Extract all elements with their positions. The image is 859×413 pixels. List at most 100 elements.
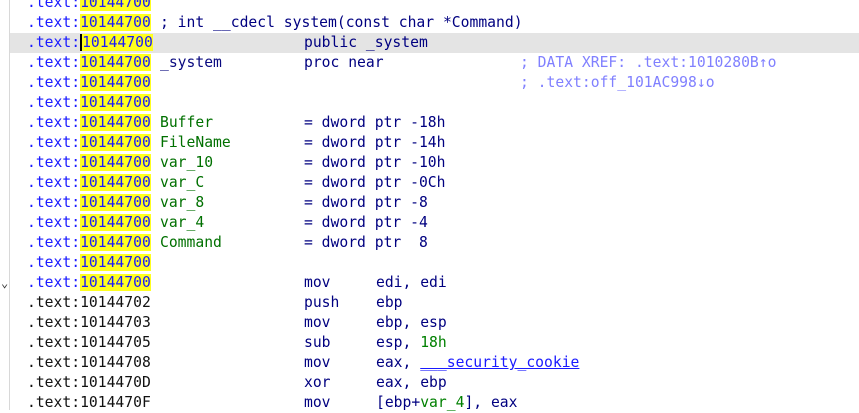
instruction-mnemonic: = dword ptr -14h (304, 134, 446, 151)
segment-prefix: .text: (27, 154, 81, 171)
line-address[interactable]: .text:10144700 (27, 93, 151, 113)
line-address[interactable]: .text:10144700 (27, 273, 151, 293)
segment-prefix: .text: (27, 274, 81, 291)
stack-variable-name[interactable]: FileName (160, 134, 231, 151)
segment-prefix: .text: (27, 374, 81, 391)
line-address[interactable]: .text:10144700 (27, 53, 151, 73)
address-value[interactable]: 1014470F (80, 394, 151, 411)
listing-line[interactable]: .text:10144700 var_10 = dword ptr -10h (10, 153, 859, 173)
instruction-mnemonic: = dword ptr -4 (304, 214, 428, 231)
instruction-operands: esp, 18h (376, 333, 447, 353)
stack-variable-name[interactable]: var_C (160, 174, 205, 191)
address-value[interactable]: 10144708 (80, 354, 151, 371)
segment-prefix: .text: (27, 134, 81, 151)
listing-line[interactable]: .text:10144700 (10, 93, 859, 113)
address-value[interactable]: 10144700 (80, 214, 151, 231)
segment-prefix: .text: (27, 174, 81, 191)
segment-prefix: .text: (27, 114, 81, 131)
instruction-mnemonic: mov (304, 314, 331, 331)
line-address[interactable]: .text:10144700 (27, 253, 151, 273)
line-address[interactable]: .text:10144700 (27, 33, 153, 53)
line-address[interactable]: .text:10144700 (27, 153, 151, 173)
line-address[interactable]: .text:10144700 (27, 73, 151, 93)
address-value[interactable]: 10144700 (80, 94, 151, 111)
address-value[interactable]: 10144703 (80, 314, 151, 331)
stack-variable-name[interactable]: var_8 (160, 194, 205, 211)
address-value[interactable]: 10144700 (80, 174, 151, 191)
instruction-mnemonic: mov (304, 274, 331, 291)
listing-line[interactable]: .text:10144700 ; .text:off_101AC998↓o (10, 73, 859, 93)
function-label[interactable]: _system (160, 54, 222, 71)
address-value[interactable]: 10144700 (80, 194, 151, 211)
line-address[interactable]: .text:10144700 (27, 233, 151, 253)
operand-part: ], eax (464, 394, 518, 411)
address-value[interactable]: 10144700 (80, 274, 151, 291)
address-value[interactable]: 10144700 (80, 0, 151, 11)
address-value[interactable]: 10144700 (80, 114, 151, 131)
function-prototype-comment: ; int __cdecl system(const char *Command… (160, 14, 523, 31)
line-address[interactable]: .text:10144702 (27, 293, 151, 313)
line-address[interactable]: .text:10144700 (27, 173, 151, 193)
address-value[interactable]: 10144705 (80, 334, 151, 351)
listing-line[interactable]: .text:10144700 (10, 0, 859, 13)
segment-prefix: .text: (27, 234, 81, 251)
line-address[interactable]: .text:10144700 (27, 113, 151, 133)
address-value[interactable]: 10144702 (80, 294, 151, 311)
segment-prefix: .text: (27, 254, 81, 271)
stack-variable-name[interactable]: var_10 (160, 154, 214, 171)
instruction-operands: ebp (376, 293, 403, 313)
instruction-operands: ebp, esp (376, 313, 447, 333)
line-address[interactable]: .text:10144700 (27, 213, 151, 233)
xref-comment[interactable]: ; .text:off_101AC998↓o (520, 74, 715, 91)
segment-prefix: .text: (27, 394, 81, 411)
address-value[interactable]: 10144700 (80, 254, 151, 271)
listing-line[interactable]: .text:10144703 mov ebp, esp (10, 313, 859, 333)
address-value[interactable]: 10144700 (80, 234, 151, 251)
line-address[interactable]: .text:10144700 (27, 133, 151, 153)
xref-comment[interactable]: ; DATA XREF: .text:1010280B↑o (520, 54, 777, 71)
listing-line[interactable]: .text:10144700 var_4 = dword ptr -4 (10, 213, 859, 233)
symbol-reference[interactable]: ___security_cookie (420, 354, 580, 371)
line-address[interactable]: .text:10144700 (27, 13, 151, 33)
line-address[interactable]: .text:10144705 (27, 333, 151, 353)
line-address[interactable]: .text:10144708 (27, 353, 151, 373)
instruction-mnemonic: = dword ptr -10h (304, 154, 446, 171)
line-address[interactable]: .text:1014470D (27, 373, 151, 393)
operand-part: ebp (376, 294, 403, 311)
line-address[interactable]: .text:1014470F (27, 393, 151, 413)
address-value[interactable]: 10144700 (80, 134, 151, 151)
instruction-mnemonic: = dword ptr -0Ch (304, 174, 446, 191)
stack-variable-name[interactable]: Command (160, 234, 222, 251)
address-value[interactable]: 10144700 (80, 14, 151, 31)
address-value[interactable]: 10144700 (80, 154, 151, 171)
listing-line[interactable]: .text:10144700 (10, 253, 859, 273)
stack-variable-name[interactable]: Buffer (160, 114, 214, 131)
line-address[interactable]: .text:10144703 (27, 313, 151, 333)
address-value[interactable]: 1014470D (80, 374, 151, 391)
line-address[interactable]: .text:10144700 (27, 193, 151, 213)
address-value[interactable]: 10144700 (80, 54, 151, 71)
line-address[interactable]: .text:10144700 (27, 0, 151, 13)
stack-variable-name[interactable]: var_4 (160, 214, 205, 231)
address-value[interactable]: 10144700 (80, 34, 153, 51)
left-gutter (0, 0, 10, 410)
listing-line[interactable]: .text:10144700 FileName = dword ptr -14h (10, 133, 859, 153)
instruction-mnemonic: mov (304, 394, 331, 411)
operand-part: eax, (376, 354, 421, 371)
address-value[interactable]: 10144700 (80, 74, 151, 91)
collapse-chevron-icon[interactable]: ⌄ (1, 276, 9, 290)
listing-line[interactable]: .text:10144700 var_C = dword ptr -0Ch (10, 173, 859, 193)
listing-line[interactable]: .text:10144700 ; int __cdecl system(const… (10, 13, 859, 33)
